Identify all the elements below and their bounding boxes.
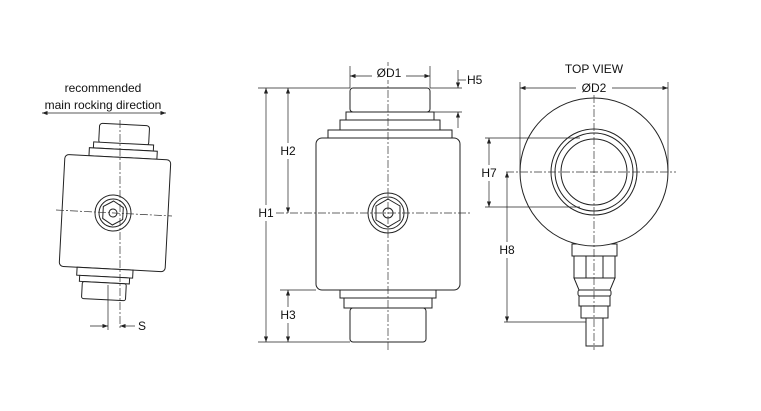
dim-d2-label: ØD2 bbox=[582, 81, 607, 95]
dim-h1-label: H1 bbox=[258, 206, 274, 220]
top-view: TOP VIEW ØD2 H7 H8 bbox=[479, 62, 676, 350]
cable bbox=[585, 317, 604, 347]
top-view-title: TOP VIEW bbox=[565, 62, 624, 76]
rocking-note-line1: recommended bbox=[65, 81, 142, 95]
dim-h3-label: H3 bbox=[280, 308, 296, 322]
dim-h2-label: H2 bbox=[280, 144, 296, 158]
front-view: ØD1 H5 H1 H2 H3 bbox=[257, 62, 483, 350]
dim-h5-label: H5 bbox=[467, 73, 483, 87]
side-view: recommended main rocking direction S bbox=[42, 81, 173, 333]
dim-h7-label: H7 bbox=[481, 166, 497, 180]
dim-s-label: S bbox=[138, 319, 146, 333]
rocking-note-line2: main rocking direction bbox=[45, 98, 162, 112]
dim-d1-label: ØD1 bbox=[377, 66, 402, 80]
dim-h8-label: H8 bbox=[499, 243, 515, 257]
tilted-load-cell bbox=[58, 122, 172, 302]
